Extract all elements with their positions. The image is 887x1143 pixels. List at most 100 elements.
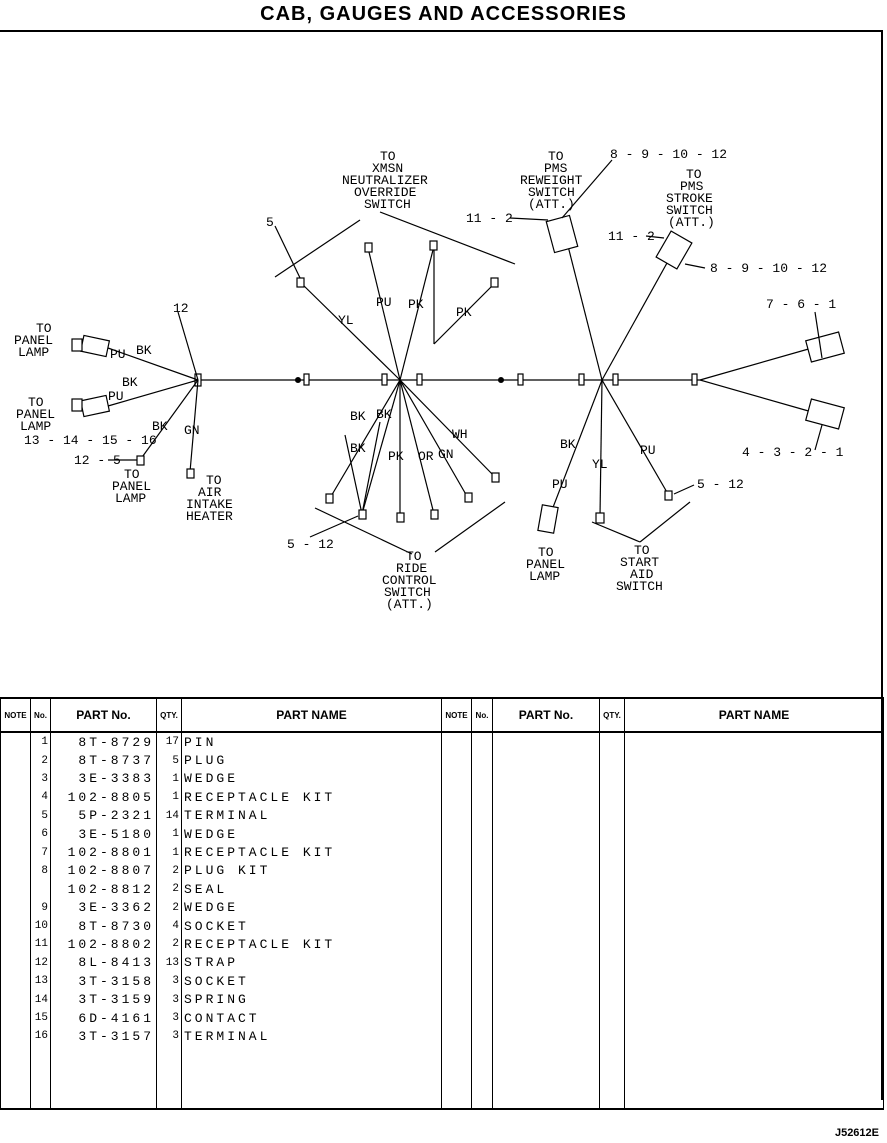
cell-part-number: 3T-3159 (50, 990, 157, 1009)
cell-part-name: RECEPTACLE KIT (181, 935, 442, 954)
wire-code-gn: GN (184, 423, 200, 438)
cell-part-name: STRAP (181, 953, 442, 973)
svg-text:SWITCH: SWITCH (528, 185, 575, 200)
cell-part-name: SPRING (181, 990, 442, 1009)
svg-text:OVERRIDE: OVERRIDE (354, 185, 417, 200)
callout-12-5: 12 - 5 (74, 453, 121, 468)
cell-empty (0, 732, 31, 752)
cell-empty (441, 843, 472, 862)
cell-empty (492, 935, 600, 954)
cell-empty (599, 972, 625, 991)
svg-text:PANEL: PANEL (16, 407, 55, 422)
cell-quantity: 3 (156, 972, 182, 991)
cell-empty (471, 806, 493, 825)
cell-item-number: 4 (30, 788, 51, 807)
svg-text:PMS: PMS (544, 161, 568, 176)
cell-empty (624, 935, 884, 954)
cell-part-number: 3T-3158 (50, 972, 157, 991)
wire-code-pk: PK (388, 449, 404, 464)
svg-text:(ATT.): (ATT.) (668, 215, 715, 230)
cell-empty (599, 953, 625, 973)
svg-text:PANEL: PANEL (112, 479, 151, 494)
cell-item-number: 1 (30, 732, 51, 752)
wire-code-pu: PU (552, 477, 568, 492)
cell-empty (624, 843, 884, 862)
cell-empty (624, 1008, 884, 1028)
cell-quantity: 2 (156, 880, 182, 899)
cell-empty (492, 972, 600, 991)
cell-empty (624, 788, 884, 807)
wire-code-pu: PU (376, 295, 392, 310)
cell-empty (599, 1045, 625, 1110)
cell-empty (441, 806, 472, 825)
cell-empty (471, 898, 493, 917)
cell-empty (441, 769, 472, 789)
cell-empty (471, 935, 493, 954)
cell-item-number: 9 (30, 898, 51, 917)
svg-text:INTAKE: INTAKE (186, 497, 233, 512)
wire-code-yl: YL (338, 313, 354, 328)
cell-empty (471, 880, 493, 899)
svg-text:TO: TO (686, 167, 702, 182)
cell-empty (492, 732, 600, 752)
cell-empty (599, 732, 625, 752)
page-title: CAB, GAUGES AND ACCESSORIES (260, 3, 627, 25)
callout-12: 12 (173, 301, 189, 316)
cell-quantity: 14 (156, 806, 182, 825)
right-breakout (509, 159, 846, 543)
cell-quantity: 2 (156, 898, 182, 917)
cell-empty (0, 880, 31, 899)
svg-text:SWITCH: SWITCH (364, 197, 411, 212)
cell-part-number: 102-8807 (50, 861, 157, 881)
cell-quantity: 3 (156, 1027, 182, 1046)
callout-8-12b: 8 - 9 - 10 - 12 (710, 261, 827, 276)
harness-trunk (194, 373, 700, 387)
cell-item-number: 11 (30, 935, 51, 954)
cell-quantity: 1 (156, 769, 182, 789)
cell-empty (0, 935, 31, 954)
wire-code-pu: PU (110, 347, 126, 362)
wire-code-bk: BK (376, 407, 392, 422)
cell-part-name: PLUG KIT (181, 861, 442, 881)
wire-code-bk: BK (122, 375, 138, 390)
cell-part-name: SOCKET (181, 972, 442, 991)
wire-code-pu: PU (640, 443, 656, 458)
cell-empty (492, 806, 600, 825)
parts-table: NOTE No. PART No. QTY. PART NAME NOTE No… (0, 697, 884, 1110)
svg-text:REWEIGHT: REWEIGHT (520, 173, 583, 188)
cell-empty (599, 916, 625, 936)
cell-empty (624, 1027, 884, 1046)
cell-part-number: 3E-5180 (50, 824, 157, 844)
svg-text:TO: TO (28, 395, 44, 410)
cell-item-number: 7 (30, 843, 51, 862)
svg-text:AIR: AIR (198, 485, 222, 500)
cell-empty (492, 1045, 600, 1110)
cell-empty (624, 916, 884, 936)
left-breakout (71, 311, 199, 479)
cell-empty (599, 935, 625, 954)
cell-part-number: 3T-3157 (50, 1027, 157, 1046)
table-filler-row (0, 1045, 884, 1110)
cell-empty (30, 1045, 51, 1110)
cell-empty (181, 1045, 442, 1110)
cell-quantity: 4 (156, 916, 182, 936)
cell-item-number: 14 (30, 990, 51, 1009)
header-note: NOTE (0, 697, 31, 733)
cell-empty (0, 806, 31, 825)
cell-empty (441, 861, 472, 881)
cell-empty (0, 751, 31, 770)
cell-empty (441, 732, 472, 752)
cell-empty (624, 990, 884, 1009)
header-part-no: PART No. (50, 697, 157, 733)
